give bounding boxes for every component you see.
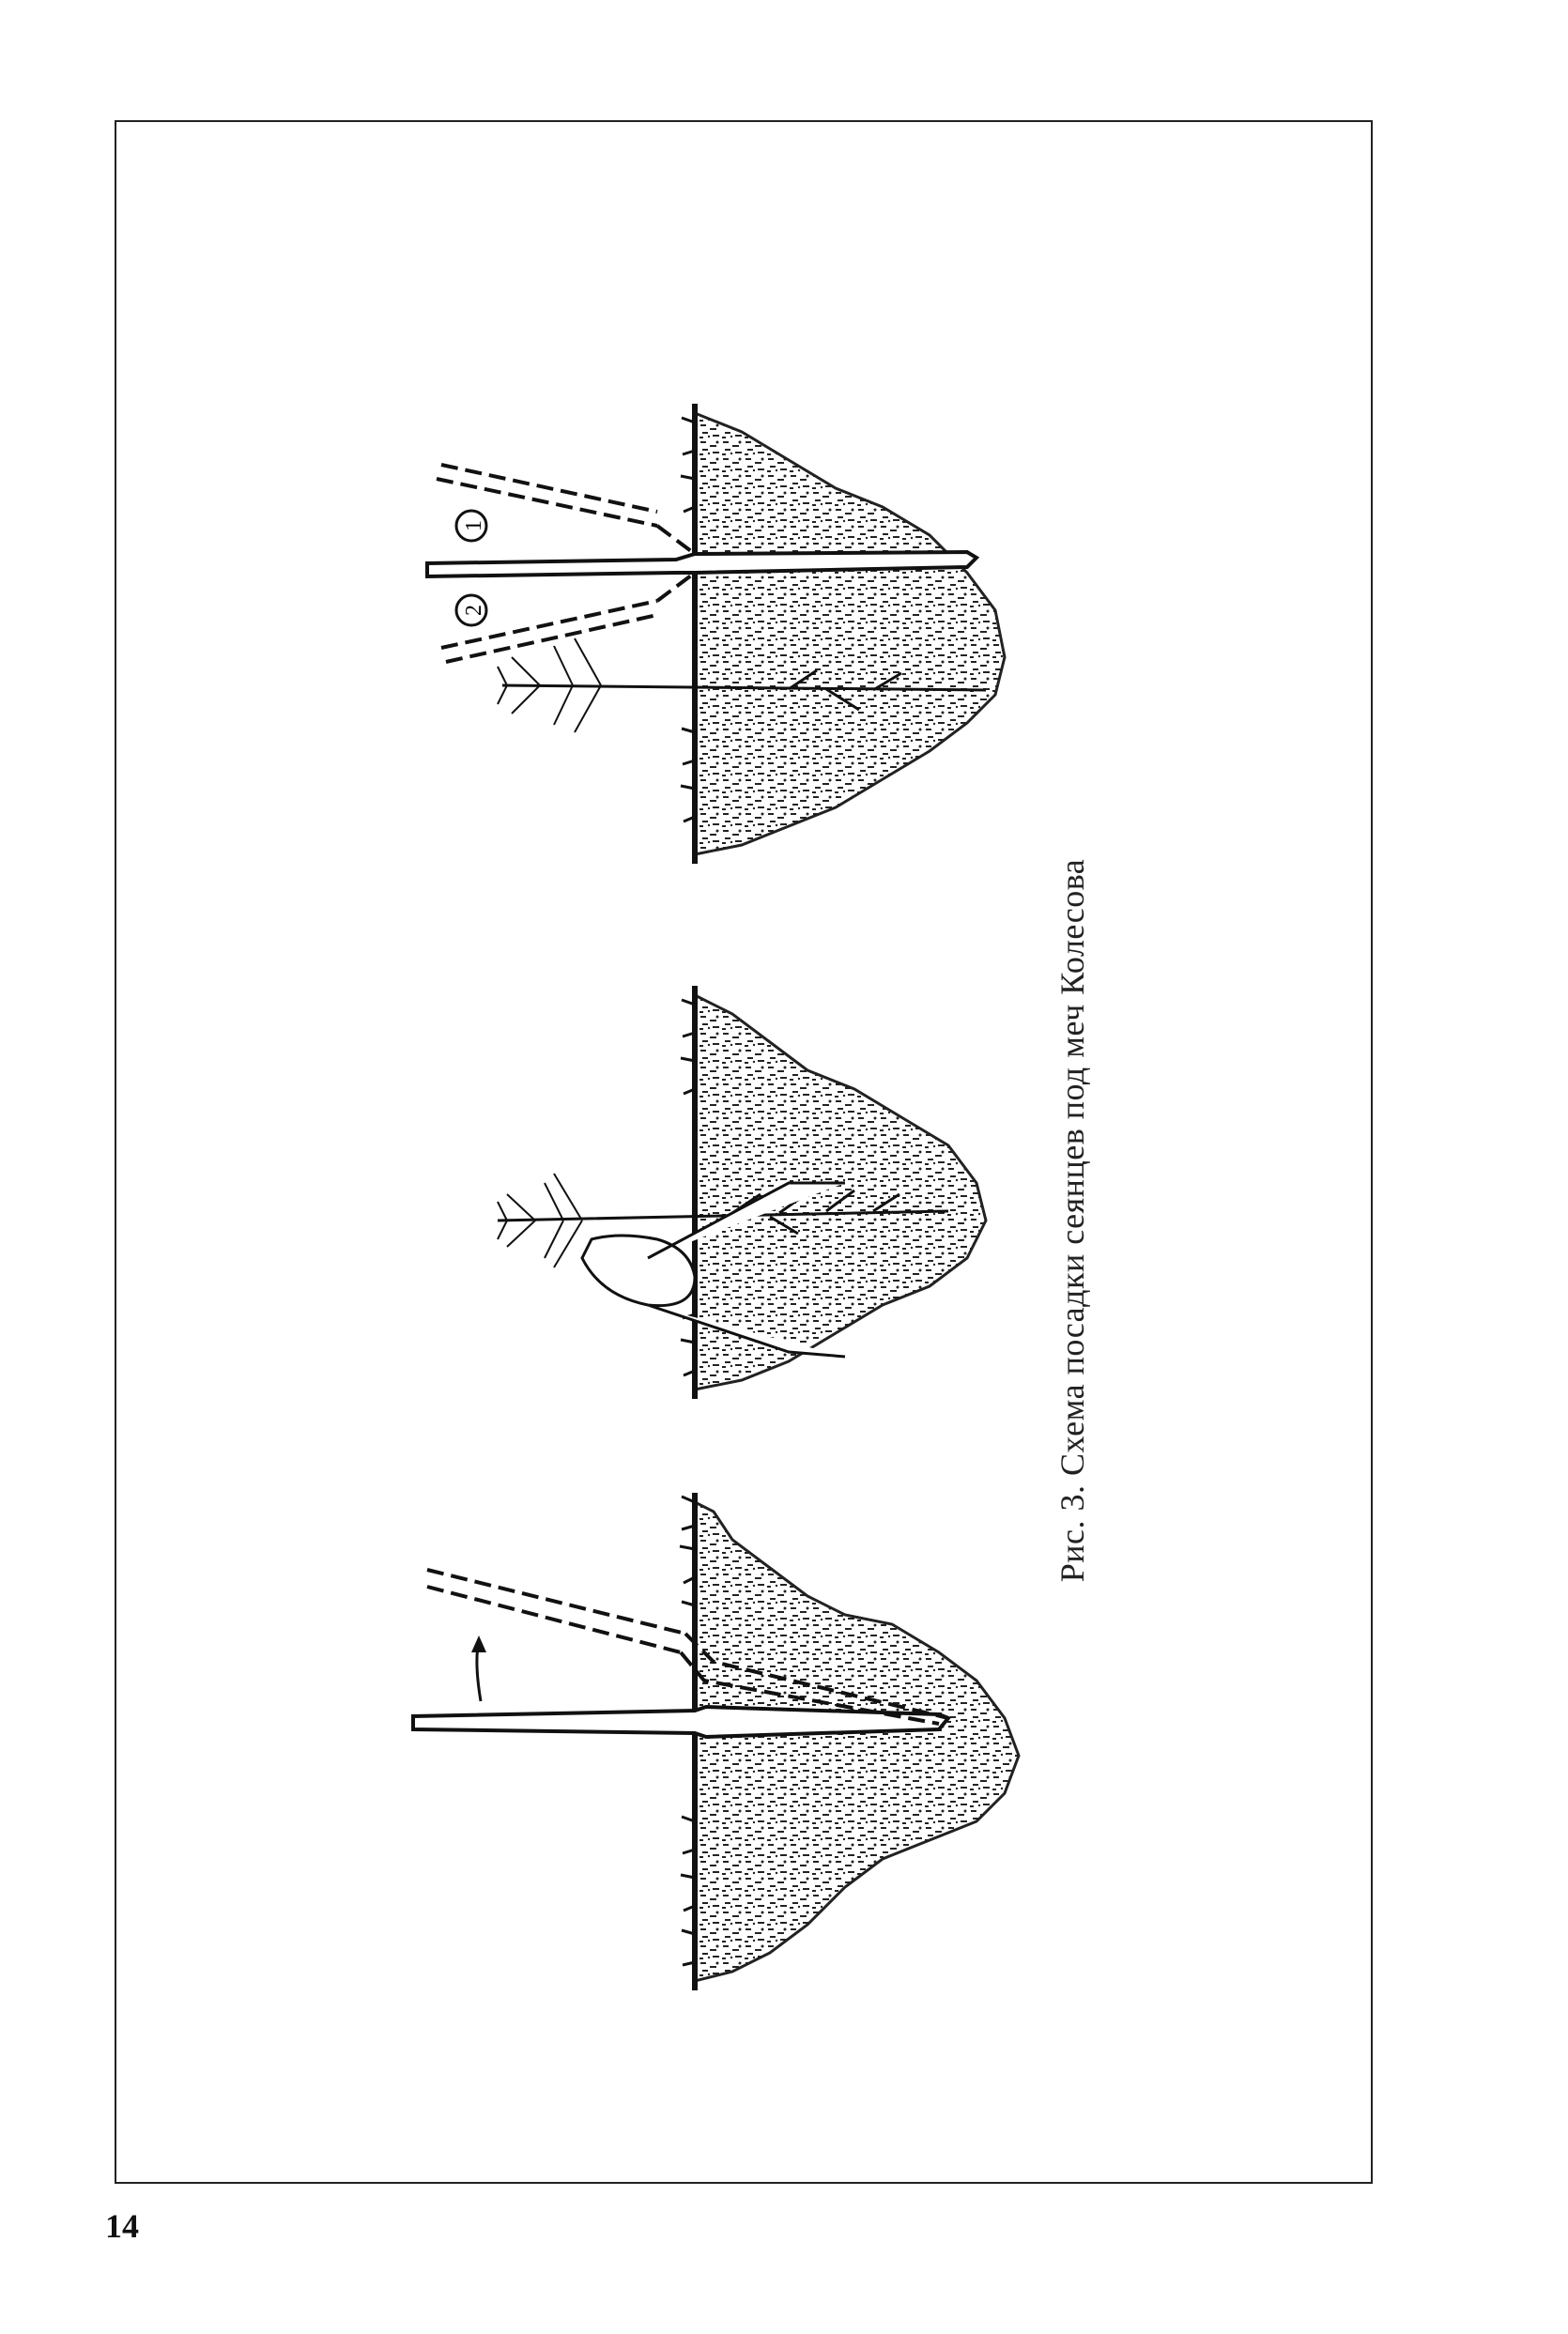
figure-caption: Рис. 3. Схема посадки сеянцев под меч Ко… [1053, 858, 1091, 1583]
stage-2-insert-seedling [497, 986, 988, 1399]
soil-mass [693, 1499, 1021, 1983]
soil-mass [693, 410, 1007, 856]
page-number: 14 [105, 2207, 139, 2245]
page-frame [115, 120, 1373, 2184]
marker-2: 2 [462, 605, 486, 616]
marker-1-circle [454, 509, 488, 543]
marker-2-circle [454, 593, 488, 627]
blade [411, 1704, 952, 1740]
seedling-needles [497, 637, 602, 733]
grass [680, 416, 696, 823]
stage-1-insert-blade [411, 1493, 1021, 1990]
hand [580, 1181, 846, 1359]
grass [679, 1495, 696, 1967]
blade-position-1 [436, 463, 697, 556]
soil-mass [693, 992, 988, 1391]
seedling [501, 668, 987, 712]
blade [425, 549, 980, 579]
stage-3-close-slot: 1 2 [425, 404, 1007, 864]
blade-tilted [426, 1568, 949, 1726]
marker-1: 1 [462, 520, 486, 531]
blade-position-2 [440, 571, 697, 664]
seedling-needles [497, 1173, 583, 1268]
